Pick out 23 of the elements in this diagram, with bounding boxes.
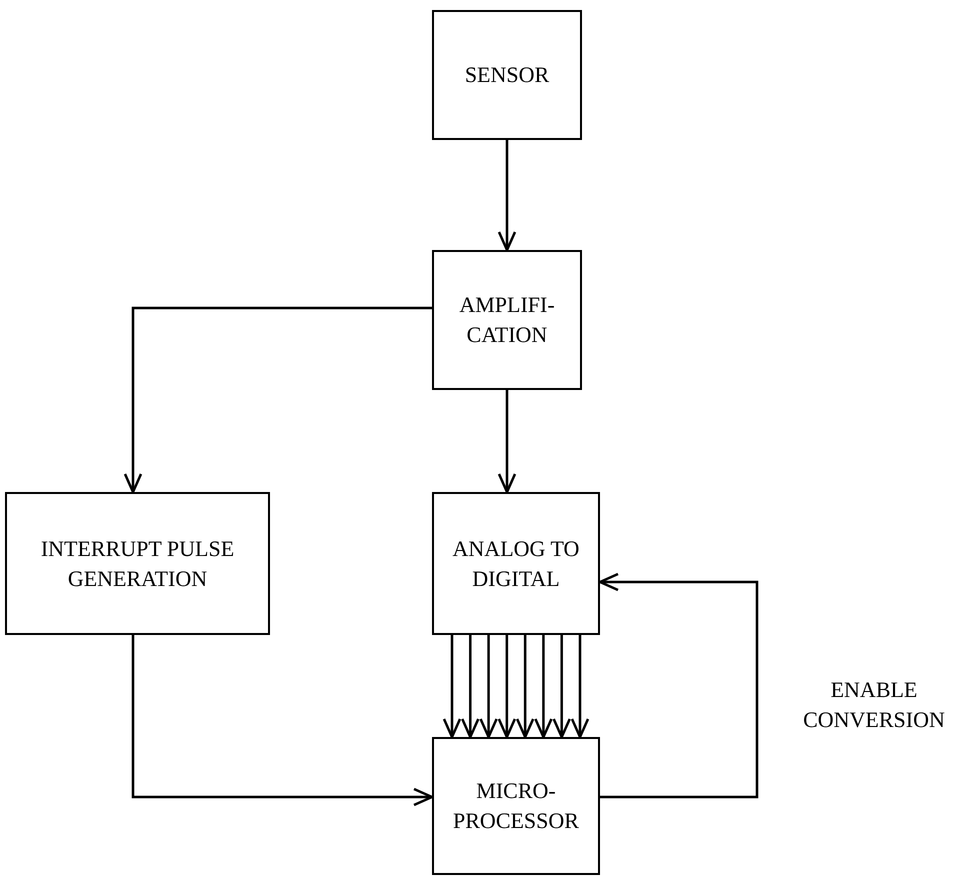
arrow xyxy=(516,635,534,738)
arrow xyxy=(132,635,434,806)
box-label: INTERRUPT PULSE GENERATION xyxy=(40,534,236,592)
arrow xyxy=(124,306,432,494)
process-box xyxy=(432,492,600,635)
arrow xyxy=(498,390,516,494)
arrow xyxy=(498,140,516,252)
arrow xyxy=(498,635,516,738)
process-box xyxy=(432,250,582,390)
process-box xyxy=(432,10,582,140)
process-box xyxy=(432,737,600,875)
box-label: AMPLIFI- CATION xyxy=(458,291,556,349)
box-label: SENSOR xyxy=(464,61,550,89)
process-box xyxy=(5,492,270,635)
arrow xyxy=(479,635,498,738)
arrow xyxy=(461,635,480,738)
arrow xyxy=(442,635,462,738)
box-label: MICRO- PROCESSOR xyxy=(452,777,580,835)
arrow xyxy=(598,572,758,798)
arrow xyxy=(552,635,571,738)
box-label: ANALOG TO DIGITAL xyxy=(452,534,580,592)
arrow xyxy=(570,635,590,738)
arrow xyxy=(534,635,553,738)
